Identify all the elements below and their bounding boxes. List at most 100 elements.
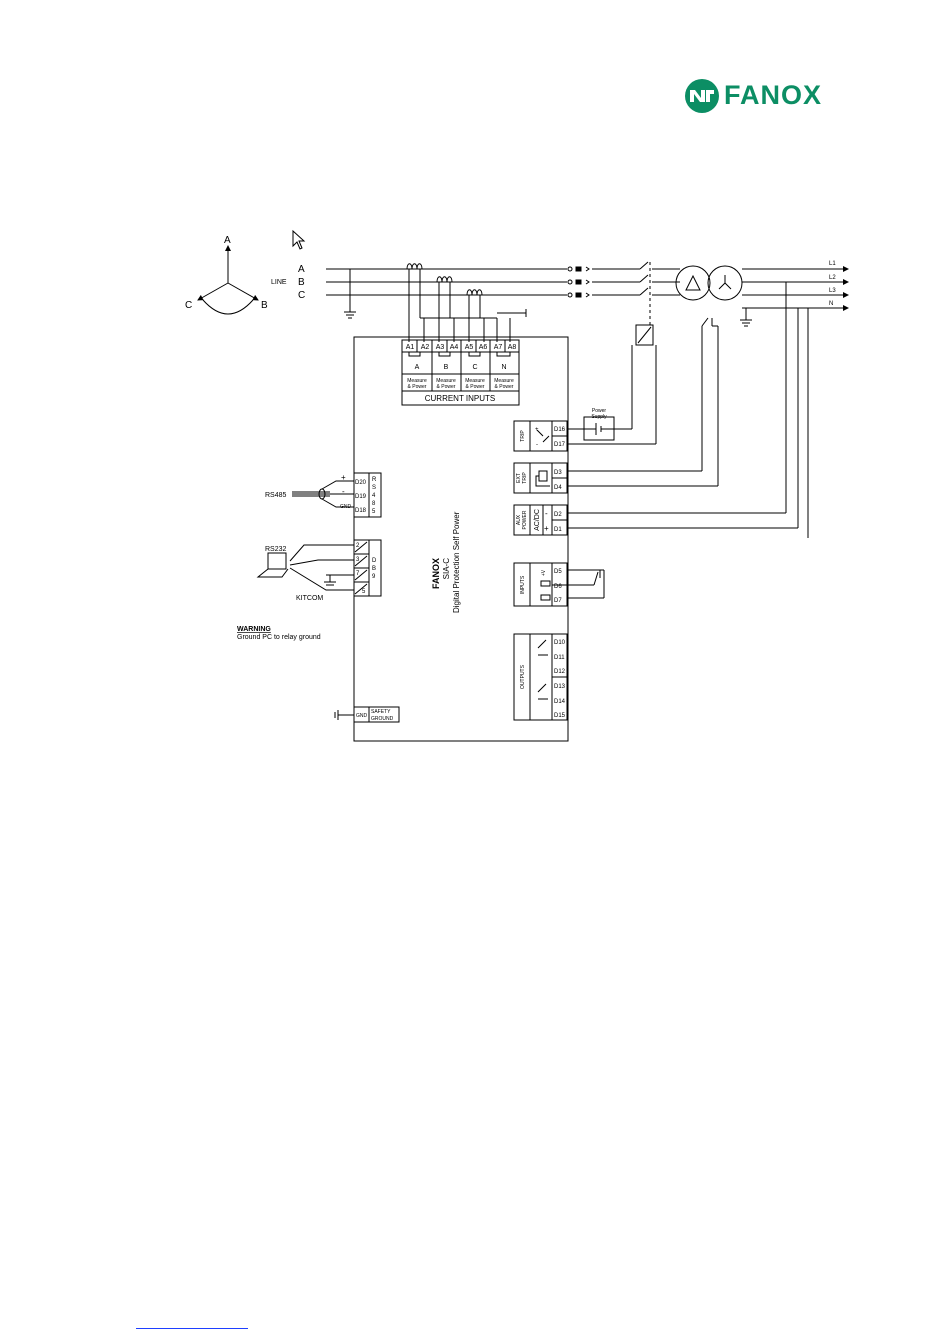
- ct-phase-label: C: [472, 364, 477, 371]
- ext-trip-label: EXT: [516, 473, 522, 483]
- rs232-pin: 5: [362, 589, 366, 595]
- aux-power-terminal: D1: [554, 527, 562, 533]
- outputs-terminal: D11: [554, 655, 565, 661]
- ct-terminal: A5: [465, 344, 474, 351]
- rs485-label: RS485: [265, 492, 287, 499]
- ct-phase-label: N: [501, 364, 506, 371]
- aux-power-acdc: AC/DC: [534, 509, 541, 531]
- logo-text: FANOX: [724, 80, 823, 110]
- trip-coil: [635, 324, 654, 346]
- rs232-pin: 3: [356, 557, 360, 563]
- trip-label: TRIP: [520, 430, 526, 442]
- line-phase-b: B: [298, 277, 305, 288]
- circuit-breaker: [567, 261, 680, 325]
- rs485-terminal: D20: [355, 480, 367, 486]
- trip-terminal: D16: [554, 427, 566, 433]
- phasor-b-label: B: [261, 300, 268, 311]
- ext-trip-terminal: D3: [554, 470, 562, 476]
- ct-measure-label: & Power: [408, 384, 427, 390]
- bus-label-l1: L1: [829, 261, 836, 267]
- rs485-side: 5: [372, 509, 376, 515]
- device-model: SIA-C: [442, 558, 451, 580]
- trip-block: [513, 345, 657, 452]
- rs232-side: B: [372, 566, 376, 572]
- aux-power-label: POWER: [522, 510, 528, 529]
- aux-power-label: AUX: [516, 514, 522, 525]
- ct-measure-label: Measure: [494, 378, 514, 384]
- mouse-pointer-icon: [292, 229, 306, 250]
- outputs-terminal: D15: [554, 713, 566, 719]
- trip-terminal: D17: [554, 442, 566, 448]
- rs485-side: 8: [372, 501, 376, 507]
- ext-trip-terminal: D4: [554, 485, 562, 491]
- bus-label-l3: L3: [829, 288, 836, 294]
- safety-ground-label: GROUND: [371, 716, 394, 722]
- inputs-label: INPUTS: [520, 575, 526, 594]
- rs232-side: D: [372, 558, 377, 564]
- rs485-plus: +: [341, 473, 346, 482]
- outputs-terminal: D12: [554, 669, 566, 675]
- outputs-block: [513, 633, 568, 721]
- warning-title: WARNING: [237, 626, 271, 633]
- rs232-label: RS232: [265, 546, 287, 553]
- fanox-logo: FANOX: [684, 76, 844, 116]
- ext-trip-label: TRIP: [522, 472, 528, 484]
- power-supply-label: Supply: [591, 414, 607, 420]
- ct-terminal: A6: [479, 344, 488, 351]
- ct-measure-label: Measure: [407, 378, 427, 384]
- bus-label-l2: L2: [829, 275, 836, 281]
- line-phase-c: C: [298, 290, 305, 301]
- ct-measure-label: & Power: [466, 384, 485, 390]
- rs485-terminal: D19: [355, 494, 367, 500]
- ct-measure-label: Measure: [465, 378, 485, 384]
- safety-ground-block: [334, 706, 400, 723]
- inputs-vplus: +V: [541, 569, 547, 576]
- ct-terminal: A3: [436, 344, 445, 351]
- kitcom-label: KITCOM: [296, 595, 323, 602]
- ct-measure-label: & Power: [495, 384, 514, 390]
- line-phase-a: A: [298, 264, 305, 275]
- ct-phase-label: A: [415, 364, 420, 371]
- ct-phase-label: B: [444, 364, 449, 371]
- outputs-terminal: D13: [554, 684, 566, 690]
- ct-terminal: A1: [406, 344, 415, 351]
- outputs-terminal: D10: [554, 640, 566, 646]
- safety-ground-label: SAFETY: [371, 709, 391, 715]
- rs485-side: 4: [372, 493, 376, 499]
- rs485-side: S: [372, 485, 376, 491]
- aux-power-terminal: D2: [554, 512, 562, 518]
- rs485-side: R: [372, 477, 377, 483]
- ct-measure-label: & Power: [437, 384, 456, 390]
- aux-power-minus: -: [545, 509, 548, 518]
- fanox-emblem-icon: [685, 79, 719, 113]
- inputs-terminal: D6: [554, 584, 562, 590]
- ct-terminal: A8: [508, 344, 517, 351]
- warning-text: Ground PC to relay ground: [237, 634, 321, 641]
- line-feeders: [326, 268, 567, 319]
- inputs-terminal: D5: [554, 569, 562, 575]
- bus-label-n: N: [829, 301, 833, 307]
- power-supply-label: Power: [592, 408, 607, 414]
- safety-gnd: GND: [356, 713, 368, 719]
- rs232-pin: 2: [356, 543, 360, 549]
- rs232-side: 9: [372, 574, 376, 580]
- ct-terminal: A4: [450, 344, 459, 351]
- rs232-block: [256, 539, 382, 597]
- device-description: Digital Protection Self Power: [452, 511, 461, 613]
- relay-housing: [353, 336, 569, 742]
- footer-link-underline[interactable]: [136, 1328, 248, 1330]
- inputs-block: [513, 562, 605, 607]
- phasor-c-label: C: [185, 300, 192, 311]
- trip-minus: -: [536, 442, 538, 448]
- outputs-label: OUTPUTS: [520, 664, 526, 689]
- line-label: LINE: [271, 279, 287, 286]
- rs485-gnd: GND: [340, 504, 352, 510]
- current-transformers: [406, 263, 527, 342]
- power-transformer: [675, 265, 849, 327]
- phasor-diagram: [197, 245, 259, 315]
- current-inputs-block: [401, 339, 520, 406]
- rs485-terminal: D18: [355, 508, 367, 514]
- rs485-block: [292, 472, 382, 518]
- ct-measure-label: Measure: [436, 378, 456, 384]
